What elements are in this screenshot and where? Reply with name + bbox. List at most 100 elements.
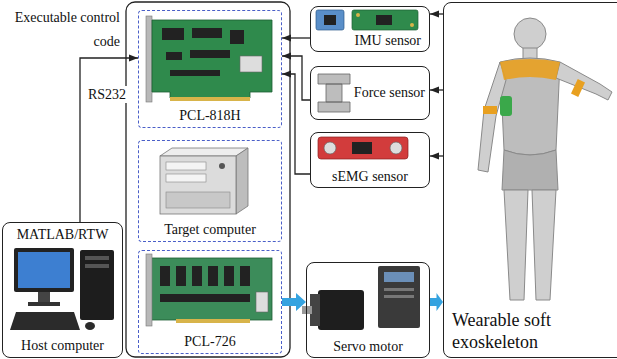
imu-sensor-picture-part <box>324 15 336 25</box>
arrowhead <box>430 11 439 18</box>
human-figure-part <box>500 59 560 80</box>
host-computer-picture <box>10 248 114 330</box>
human-figure-part <box>500 96 512 116</box>
human-figure-part <box>504 190 528 300</box>
pcl-726-board-picture-part <box>224 266 234 286</box>
imu-sensor-picture-part <box>316 10 344 30</box>
connector-line <box>80 58 138 222</box>
pcl-726-board-picture-part <box>240 266 250 286</box>
semg-sensor-picture-part <box>318 137 408 159</box>
servo-motor-picture <box>302 266 420 330</box>
target-computer-picture-part <box>236 148 248 214</box>
imu-sensor-picture-part <box>352 10 418 30</box>
target-computer-picture <box>160 148 248 214</box>
target-computer-picture-part <box>166 192 230 208</box>
connector <box>282 53 310 101</box>
host-computer-picture-part <box>85 256 109 260</box>
imu-sensor-picture-part <box>356 13 360 17</box>
semg-sensor-picture-part <box>390 142 402 154</box>
connector <box>80 55 138 223</box>
host-computer-picture-part <box>10 312 80 330</box>
human-figure-part <box>556 62 612 100</box>
imu-sensor-picture-part <box>376 15 392 25</box>
pcl-726-board-picture-part <box>256 292 268 312</box>
board-box: PCL-726 <box>138 250 282 354</box>
host-computer-picture-part <box>14 248 74 292</box>
note-label: Executable control code <box>8 6 120 54</box>
imu-sensor-picture <box>316 10 418 30</box>
sensor-box: IMU sensor <box>310 6 430 52</box>
host-computer-picture-part <box>80 250 114 320</box>
target-computer-picture-part <box>160 156 236 214</box>
host-computer-picture-part <box>28 302 60 306</box>
node-label: PCL-726 <box>184 334 235 350</box>
pcl-818h-board-picture-part <box>166 52 182 60</box>
target-computer-picture-part <box>166 174 206 182</box>
sensor-box: Force sensor <box>310 66 430 120</box>
human-figure <box>478 18 612 300</box>
target-computer-picture-part <box>166 162 206 170</box>
block-arrow <box>430 293 443 311</box>
pcl-818h-board-picture-part <box>230 30 244 44</box>
arrowhead <box>282 71 291 78</box>
semg-sensor-picture-part <box>324 142 336 154</box>
signal-arrow <box>282 293 306 311</box>
human-figure-part <box>483 106 497 114</box>
signal-arrow <box>430 293 443 311</box>
pcl-726-board-picture-part <box>208 266 218 286</box>
host-computer-picture-part <box>38 292 50 302</box>
host-computer-picture-part <box>85 264 109 268</box>
block-arrow <box>282 293 306 311</box>
semg-sensor-picture <box>318 137 408 159</box>
pcl-726-board-picture-part <box>192 266 202 286</box>
exoskeleton-box: Wearable soft exoskeleton <box>443 2 617 358</box>
node-label: Host computer <box>21 338 104 354</box>
pcl-726-board-picture-part <box>176 266 186 286</box>
pcl-726-board-picture-part <box>150 258 272 320</box>
connector <box>430 153 443 160</box>
arrowhead <box>129 55 138 62</box>
host-computer-picture-part <box>85 322 95 330</box>
connector-line <box>282 74 310 174</box>
pcl-818h-board-picture-part <box>240 56 262 72</box>
pcl-818h-board-picture-part <box>152 20 272 98</box>
pcl-818h-board-picture <box>146 16 272 102</box>
pcl-818h-board-picture-part <box>170 70 220 76</box>
connector <box>430 11 443 18</box>
human-figure-part <box>532 190 556 300</box>
computer-box: Target computer <box>138 140 282 242</box>
pcl-726-board-picture-part <box>160 266 170 286</box>
human-figure-part <box>502 150 558 190</box>
pcl-726-board-picture-part <box>146 254 152 326</box>
force-sensor-picture-part <box>318 74 350 112</box>
sensor-box: sEMG sensor <box>310 132 430 188</box>
arrowhead <box>430 87 439 94</box>
node-label: Wearable soft exoskeleton <box>452 309 602 353</box>
pcl-818h-board-picture-part <box>162 28 184 40</box>
arrowhead <box>282 35 291 42</box>
connector-line <box>282 56 310 100</box>
node-label: MATLAB/RTW <box>17 227 109 243</box>
human-figure-part <box>478 62 506 172</box>
node-label: IMU sensor <box>355 33 422 49</box>
node-label: PCL-818H <box>179 108 240 124</box>
node-label: Target computer <box>164 222 256 238</box>
connector <box>282 71 310 175</box>
node-label: Force sensor <box>354 85 425 101</box>
motor-box: Servo motor <box>306 262 430 358</box>
pcl-726-board-picture <box>146 254 272 326</box>
host-computer-picture-part <box>18 252 70 288</box>
board-box: PCL-818H <box>138 10 282 128</box>
node-label: Servo motor <box>333 339 403 355</box>
target-computer-picture-part <box>219 163 225 169</box>
arrowhead <box>282 53 291 60</box>
servo-motor-picture-part <box>302 306 312 314</box>
node-label: sEMG sensor <box>332 169 408 185</box>
servo-motor-picture-part <box>318 290 364 330</box>
pcl-818h-board-picture-part <box>170 97 250 101</box>
servo-motor-picture-part <box>384 288 414 291</box>
pcl-726-board-picture-part <box>160 294 250 302</box>
semg-sensor-picture-part <box>352 142 372 154</box>
